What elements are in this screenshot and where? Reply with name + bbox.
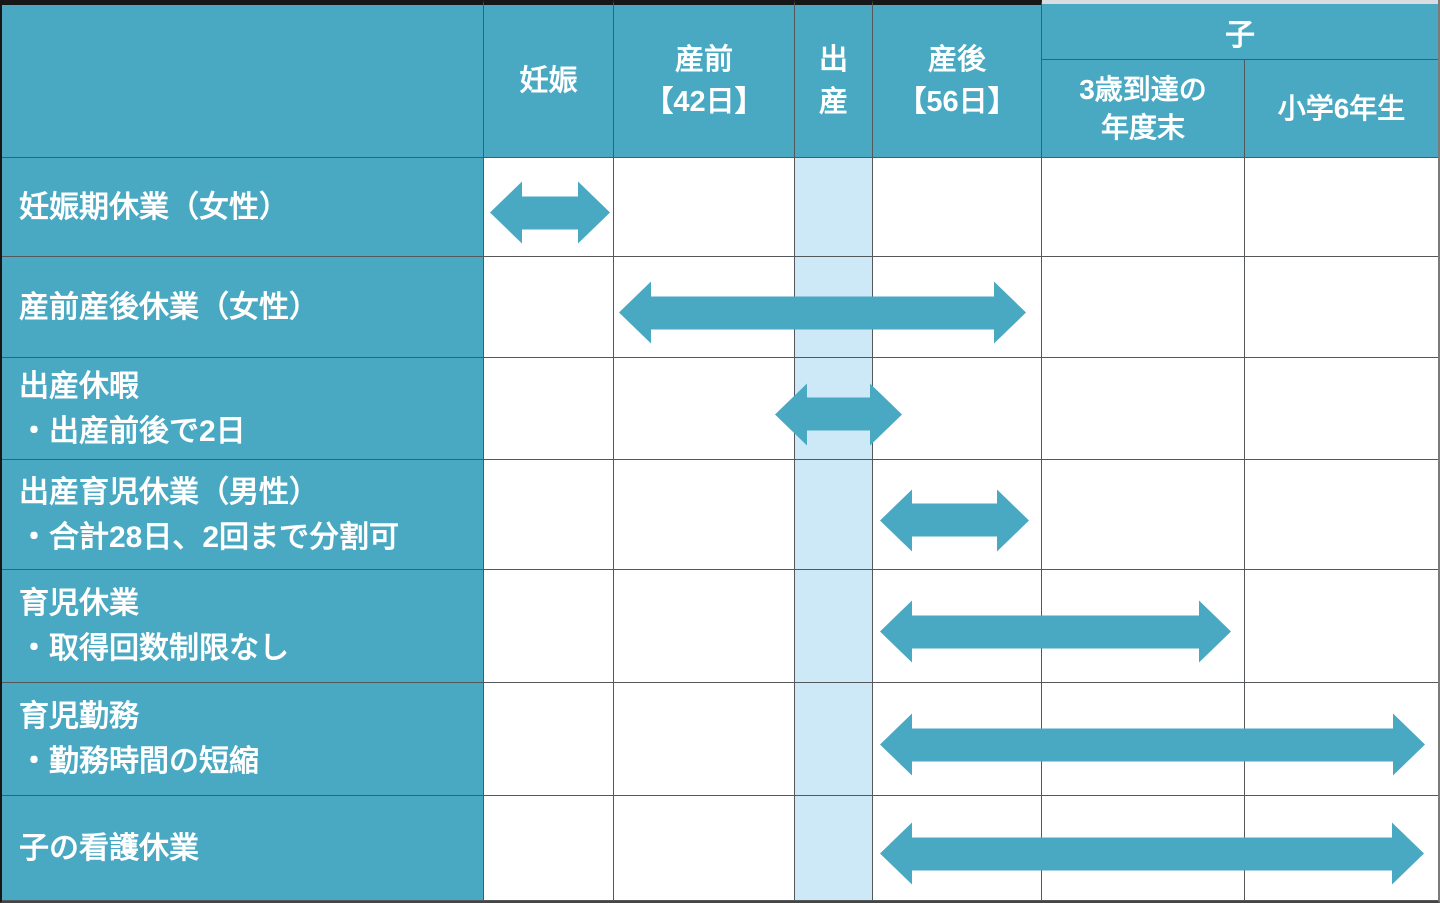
body-cell <box>1042 158 1245 257</box>
body-cell <box>484 460 614 570</box>
row-label-text: 出産育児休業（男性） <box>19 475 319 509</box>
arrow-childcare-work <box>880 713 1425 776</box>
row-label-text: 出産休暇 <box>19 369 139 403</box>
body-cell <box>1245 257 1438 358</box>
header-row: 妊娠 産前 【42日】 出 産 産後 【56日】 子 3歳到達の 年度末 小学6… <box>2 0 1438 158</box>
birth-band-cell <box>795 796 873 901</box>
row-sublabel-text: ・取得回数制限なし <box>19 632 289 665</box>
row-label-child-nursing-leave: 子の看護休業 <box>2 796 484 901</box>
body-cell <box>1245 460 1438 570</box>
arrow-birth-holiday <box>775 383 902 445</box>
row-label-text: 子の看護休業 <box>19 831 199 865</box>
body-cell <box>1245 358 1438 460</box>
row-sublabel-text: ・勤務時間の短縮 <box>19 745 259 778</box>
body-cell <box>614 358 795 460</box>
body-cell <box>1245 570 1438 683</box>
body-cell <box>614 570 795 683</box>
body-cell <box>614 158 795 257</box>
body-cell <box>1245 158 1438 257</box>
col-header-age3-fiscal-year-end: 3歳到達の 年度末 <box>1042 60 1245 157</box>
row-paternal-birth-childcare-leave: 出産育児休業（男性） ・合計28日、2回まで分割可 <box>2 460 1438 570</box>
body-cell <box>484 358 614 460</box>
body-cell <box>484 570 614 683</box>
row-label-text: 育児休業 <box>19 587 139 620</box>
row-childcare-work: 育児勤務 ・勤務時間の短縮 <box>2 683 1438 796</box>
group-header-child-subcols: 3歳到達の 年度末 小学6年生 <box>1042 60 1438 157</box>
body-cell <box>614 460 795 570</box>
arrow-child-nursing-leave <box>880 822 1424 885</box>
birth-band-cell <box>795 158 873 257</box>
body-cell <box>484 796 614 901</box>
col-header-birth: 出 産 <box>795 0 873 158</box>
row-pre-postnatal-leave: 産前産後休業（女性） <box>2 257 1438 358</box>
row-sublabel-text: ・出産前後で2日 <box>19 414 246 448</box>
col-header-elementary-6th-grade: 小学6年生 <box>1277 92 1406 124</box>
body-cell <box>1042 358 1245 460</box>
arrow-childcare-leave <box>880 600 1231 663</box>
row-label-paternal-birth-childcare-leave: 出産育児休業（男性） ・合計28日、2回まで分割可 <box>2 460 484 570</box>
corner-cell <box>2 0 484 158</box>
col-header-pregnancy: 妊娠 <box>484 0 614 158</box>
body-cell <box>614 796 795 901</box>
row-label-childcare-leave: 育児休業 ・取得回数制限なし <box>2 570 484 683</box>
birth-band-cell <box>795 570 873 683</box>
group-header-child-label: 子 <box>1042 4 1438 60</box>
row-label-pregnancy-leave: 妊娠期休業（女性） <box>2 158 484 257</box>
group-header-child: 子 3歳到達の 年度末 小学6年生 <box>1042 0 1438 158</box>
row-label-birth-holiday: 出産休暇 ・出産前後で2日 <box>2 358 484 460</box>
body-cell <box>484 683 614 796</box>
col-header-postnatal-56days: 産後 【56日】 <box>873 0 1042 158</box>
arrow-pre-postnatal-leave <box>619 281 1026 344</box>
row-label-text: 妊娠期休業（女性） <box>19 190 289 224</box>
arrow-pregnancy-leave <box>490 181 610 244</box>
birth-band-cell <box>795 460 873 570</box>
row-child-nursing-leave: 子の看護休業 <box>2 796 1438 901</box>
row-label-text: 産前産後休業（女性） <box>19 290 319 324</box>
body-cell <box>614 683 795 796</box>
row-pregnancy-leave: 妊娠期休業（女性） <box>2 158 1438 257</box>
row-label-text: 育児勤務 <box>19 700 139 733</box>
row-childcare-leave: 育児休業 ・取得回数制限なし <box>2 570 1438 683</box>
row-birth-holiday: 出産休暇 ・出産前後で2日 <box>2 358 1438 460</box>
body-cell <box>1042 257 1245 358</box>
col-header-prenatal-42days: 産前 【42日】 <box>614 0 795 158</box>
body-cell <box>873 158 1042 257</box>
arrow-paternal-birth-childcare-leave <box>880 489 1029 551</box>
birth-band-cell <box>795 683 873 796</box>
row-label-pre-postnatal-leave: 産前産後休業（女性） <box>2 257 484 358</box>
body-cell <box>1042 460 1245 570</box>
row-sublabel-text: ・合計28日、2回まで分割可 <box>19 520 400 554</box>
row-label-childcare-work: 育児勤務 ・勤務時間の短縮 <box>2 683 484 796</box>
body-cell <box>484 257 614 358</box>
